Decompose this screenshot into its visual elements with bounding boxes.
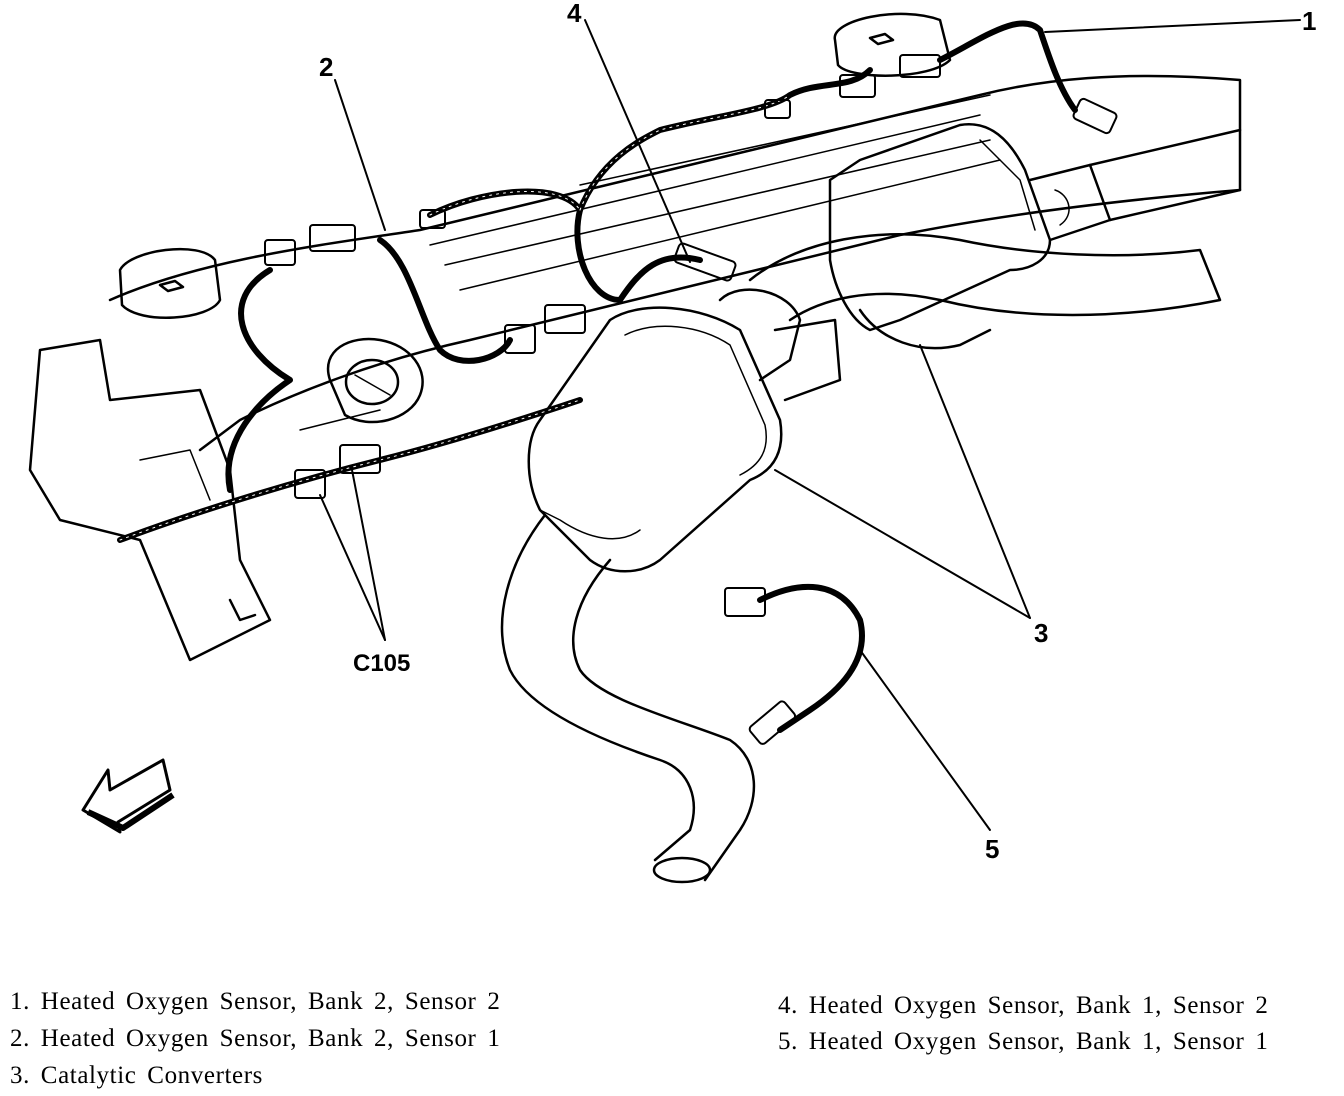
- manifold-flange: [299, 337, 424, 431]
- wiring-harness-ribs: [119, 94, 791, 541]
- catalytic-converter-rear: [828, 122, 1242, 332]
- callout-2: 2: [319, 52, 334, 82]
- catalytic-converter-front: [527, 288, 842, 573]
- connector-label-c105: C105: [353, 650, 411, 677]
- exhaust-pipe: [500, 513, 756, 884]
- front-direction-arrow-icon: [81, 758, 175, 834]
- oxygen-sensors: [264, 54, 1118, 745]
- crossover-pipe: [748, 233, 1222, 350]
- leader-lines: [319, 19, 1301, 831]
- exhaust-oxygen-sensor-diagram: [28, 12, 1301, 884]
- legend-item-4: 4. Heated Oxygen Sensor, Bank 1, Sensor …: [778, 992, 1269, 1019]
- legend-item-1: 1. Heated Oxygen Sensor, Bank 2, Sensor …: [10, 988, 501, 1015]
- legend-item-2: 2. Heated Oxygen Sensor, Bank 2, Sensor …: [10, 1025, 501, 1052]
- frame-rail: [28, 12, 1242, 662]
- callout-1: 1: [1302, 6, 1317, 36]
- callout-5: 5: [985, 834, 1000, 864]
- legend-item-5: 5. Heated Oxygen Sensor, Bank 1, Sensor …: [778, 1028, 1269, 1055]
- legend-item-3: 3. Catalytic Converters: [10, 1062, 263, 1089]
- callout-3: 3: [1034, 618, 1049, 648]
- callout-4: 4: [567, 0, 582, 28]
